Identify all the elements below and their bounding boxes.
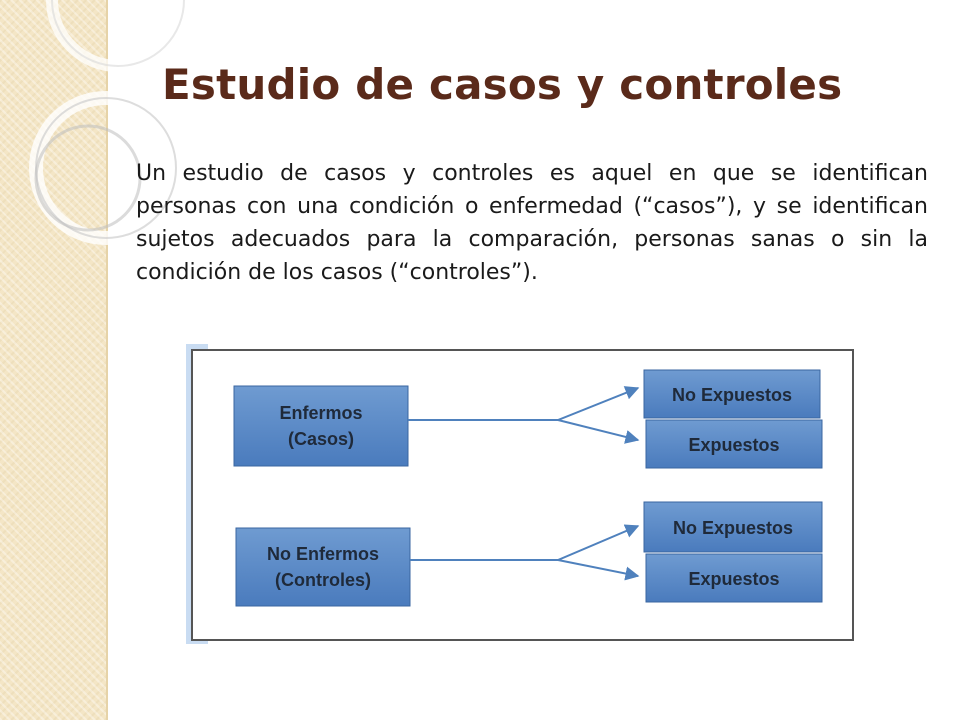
arrow-enfermos-expuestos — [557, 419, 640, 444]
slide-body-text: Un estudio de casos y controles es aquel… — [136, 161, 928, 285]
slide-title: Estudio de casos y controles — [162, 60, 843, 109]
outcome-box-expuestos-2 — [645, 553, 823, 603]
outcome-label-expuestos-1: Expuestos — [688, 435, 779, 455]
case-control-diagram: Enfermos (Casos) No Expuestos Expuestos … — [186, 344, 854, 644]
group-sublabel-casos: (Casos) — [288, 429, 354, 449]
group-enfermos: Enfermos (Casos) No Expuestos Expuestos — [233, 369, 823, 469]
outcome-box-expuestos-1 — [645, 419, 823, 469]
group-sublabel-controles: (Controles) — [275, 570, 371, 590]
side-band-edge — [106, 0, 108, 720]
arrow-no-enfermos-expuestos — [557, 559, 640, 581]
group-no-enfermos: No Enfermos (Controles) No Expuestos Exp… — [235, 501, 823, 607]
outcome-box-no-expuestos-2 — [643, 501, 823, 553]
decorative-circles — [29, 0, 190, 245]
group-label-enfermos: Enfermos — [279, 403, 362, 423]
group-box-enfermos — [233, 385, 409, 467]
group-box-no-enfermos — [235, 527, 411, 607]
outcome-label-no-expuestos-1: No Expuestos — [672, 385, 792, 405]
outcome-label-expuestos-2: Expuestos — [688, 569, 779, 589]
outcome-box-no-expuestos-1 — [643, 369, 821, 419]
group-label-no-enfermos: No Enfermos — [267, 544, 379, 564]
outcome-label-no-expuestos-2: No Expuestos — [673, 518, 793, 538]
